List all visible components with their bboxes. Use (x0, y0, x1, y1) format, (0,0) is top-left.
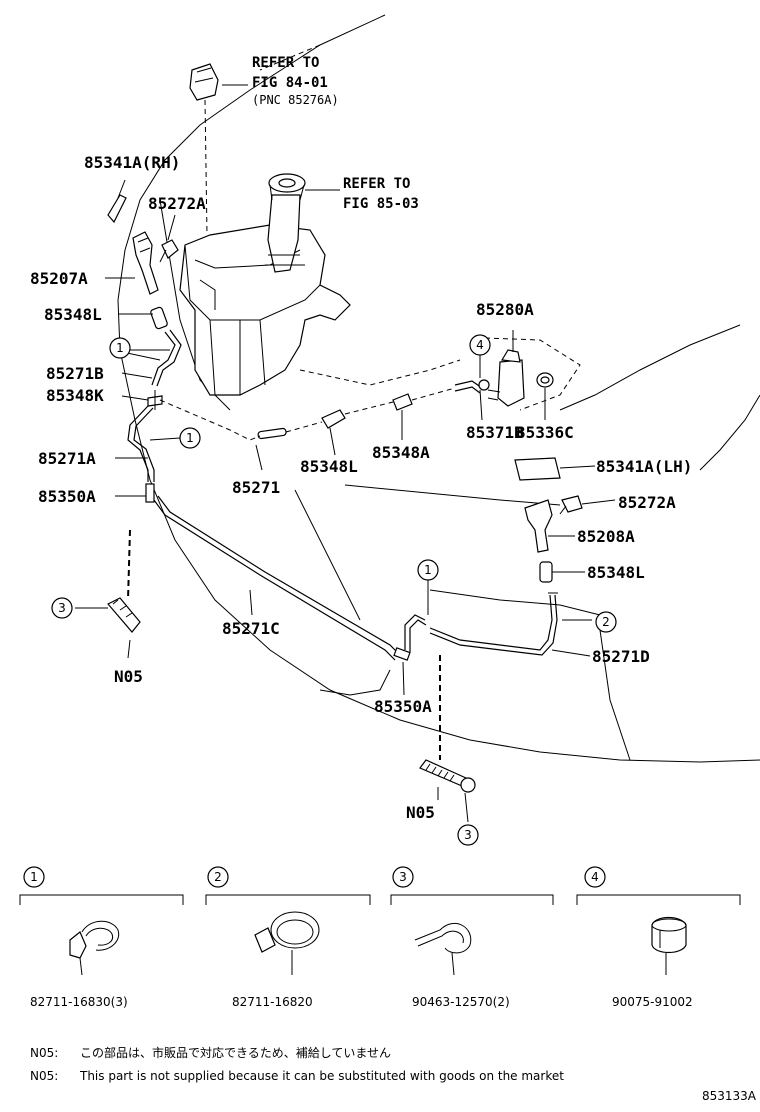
refer-85-line1: REFER TO (343, 176, 410, 192)
legend-code-1: 82711-16830(3) (30, 995, 128, 1009)
note-2-text: This part is not supplied because it can… (79, 1069, 564, 1083)
svg-text:1: 1 (30, 870, 38, 884)
note-1-prefix: N05: (30, 1046, 58, 1060)
legend: 1 82711-16830(3) 2 82711-16820 3 (19, 866, 741, 1009)
label-n05-left: N05 (114, 667, 143, 686)
label-85348L-left: 85348L (44, 305, 102, 324)
callout-refer-84: REFER TO FIG 84-01 (PNC 85276A) (252, 55, 339, 107)
body-outline (117, 14, 760, 763)
marker-1-a: 1 (109, 337, 131, 359)
callout-refer-85: REFER TO FIG 85-03 (343, 176, 419, 212)
svg-text:1: 1 (186, 431, 194, 445)
figure-id: 853133A (702, 1089, 757, 1103)
label-85350A-bottom: 85350A (374, 697, 432, 716)
refer-84-line2: FIG 84-01 (252, 75, 328, 91)
svg-text:1: 1 (424, 563, 432, 577)
legend-item-2: 2 82711-16820 (205, 866, 371, 1009)
label-85280A: 85280A (476, 300, 534, 319)
svg-text:2: 2 (602, 615, 610, 629)
label-85348K: 85348K (46, 386, 104, 405)
refer-85-line2: FIG 85-03 (343, 196, 419, 212)
label-85271A: 85271A (38, 449, 96, 468)
legend-code-4: 90075-91002 (612, 995, 693, 1009)
svg-text:3: 3 (58, 601, 66, 615)
label-85272A-top: 85272A (148, 194, 206, 213)
svg-text:4: 4 (591, 870, 599, 884)
refer-84-line3: (PNC 85276A) (252, 93, 339, 107)
notes: N05: この部品は、市販品で対応できるため、補給していません N05: Thi… (30, 1045, 564, 1083)
label-85208A: 85208A (577, 527, 635, 546)
marker-3-b: 3 (457, 824, 479, 846)
label-n05-bottom: N05 (406, 803, 435, 822)
note-2-prefix: N05: (30, 1069, 58, 1083)
label-85350A-left: 85350A (38, 487, 96, 506)
marker-2: 2 (595, 611, 617, 633)
legend-code-3: 90463-12570(2) (412, 995, 510, 1009)
center-parts (159, 337, 581, 441)
svg-text:3: 3 (464, 828, 472, 842)
hose-85271C (153, 495, 411, 661)
label-85341A-LH: 85341A(LH) (596, 457, 692, 476)
svg-text:4: 4 (476, 338, 484, 352)
marker-3-a: 3 (51, 597, 73, 619)
marker-1-b: 1 (179, 427, 201, 449)
marker-1-c: 1 (417, 559, 439, 581)
label-85348L-right: 85348L (587, 563, 645, 582)
label-85348L-mid: 85348L (300, 457, 358, 476)
note-1-text: この部品は、市販品で対応できるため、補給していません (80, 1045, 391, 1060)
label-85272A-right: 85272A (618, 493, 676, 512)
bolt-n05 (419, 655, 476, 793)
label-85207A: 85207A (30, 269, 88, 288)
label-85271C: 85271C (222, 619, 280, 638)
part-labels: 85341A(RH) 85272A 85207A 85348L 85271B 8… (30, 153, 692, 822)
label-85348A: 85348A (372, 443, 430, 462)
legend-item-1: 1 82711-16830(3) (19, 866, 184, 1009)
refer-84-line1: REFER TO (252, 55, 319, 71)
legend-code-2: 82711-16820 (232, 995, 313, 1009)
label-85371B: 85371B (466, 423, 524, 442)
label-85271B: 85271B (46, 364, 104, 383)
washer-tank (179, 173, 351, 396)
leader-lines (75, 84, 616, 823)
level-sensor-part (189, 63, 219, 236)
label-85336C: 85336C (516, 423, 574, 442)
legend-item-3: 3 90463-12570(2) (390, 866, 554, 1009)
right-nozzle-parts (404, 457, 583, 656)
svg-text:2: 2 (214, 870, 222, 884)
svg-text:1: 1 (116, 341, 124, 355)
label-85271D: 85271D (592, 647, 650, 666)
marker-4: 4 (469, 334, 491, 356)
label-85341A-RH: 85341A(RH) (84, 153, 180, 172)
circle-markers: 1 1 1 2 3 3 4 (51, 334, 617, 846)
label-85271: 85271 (232, 478, 280, 497)
svg-text:3: 3 (399, 870, 407, 884)
legend-item-4: 4 90075-91002 (576, 866, 741, 1009)
left-nozzle-parts (107, 194, 182, 633)
